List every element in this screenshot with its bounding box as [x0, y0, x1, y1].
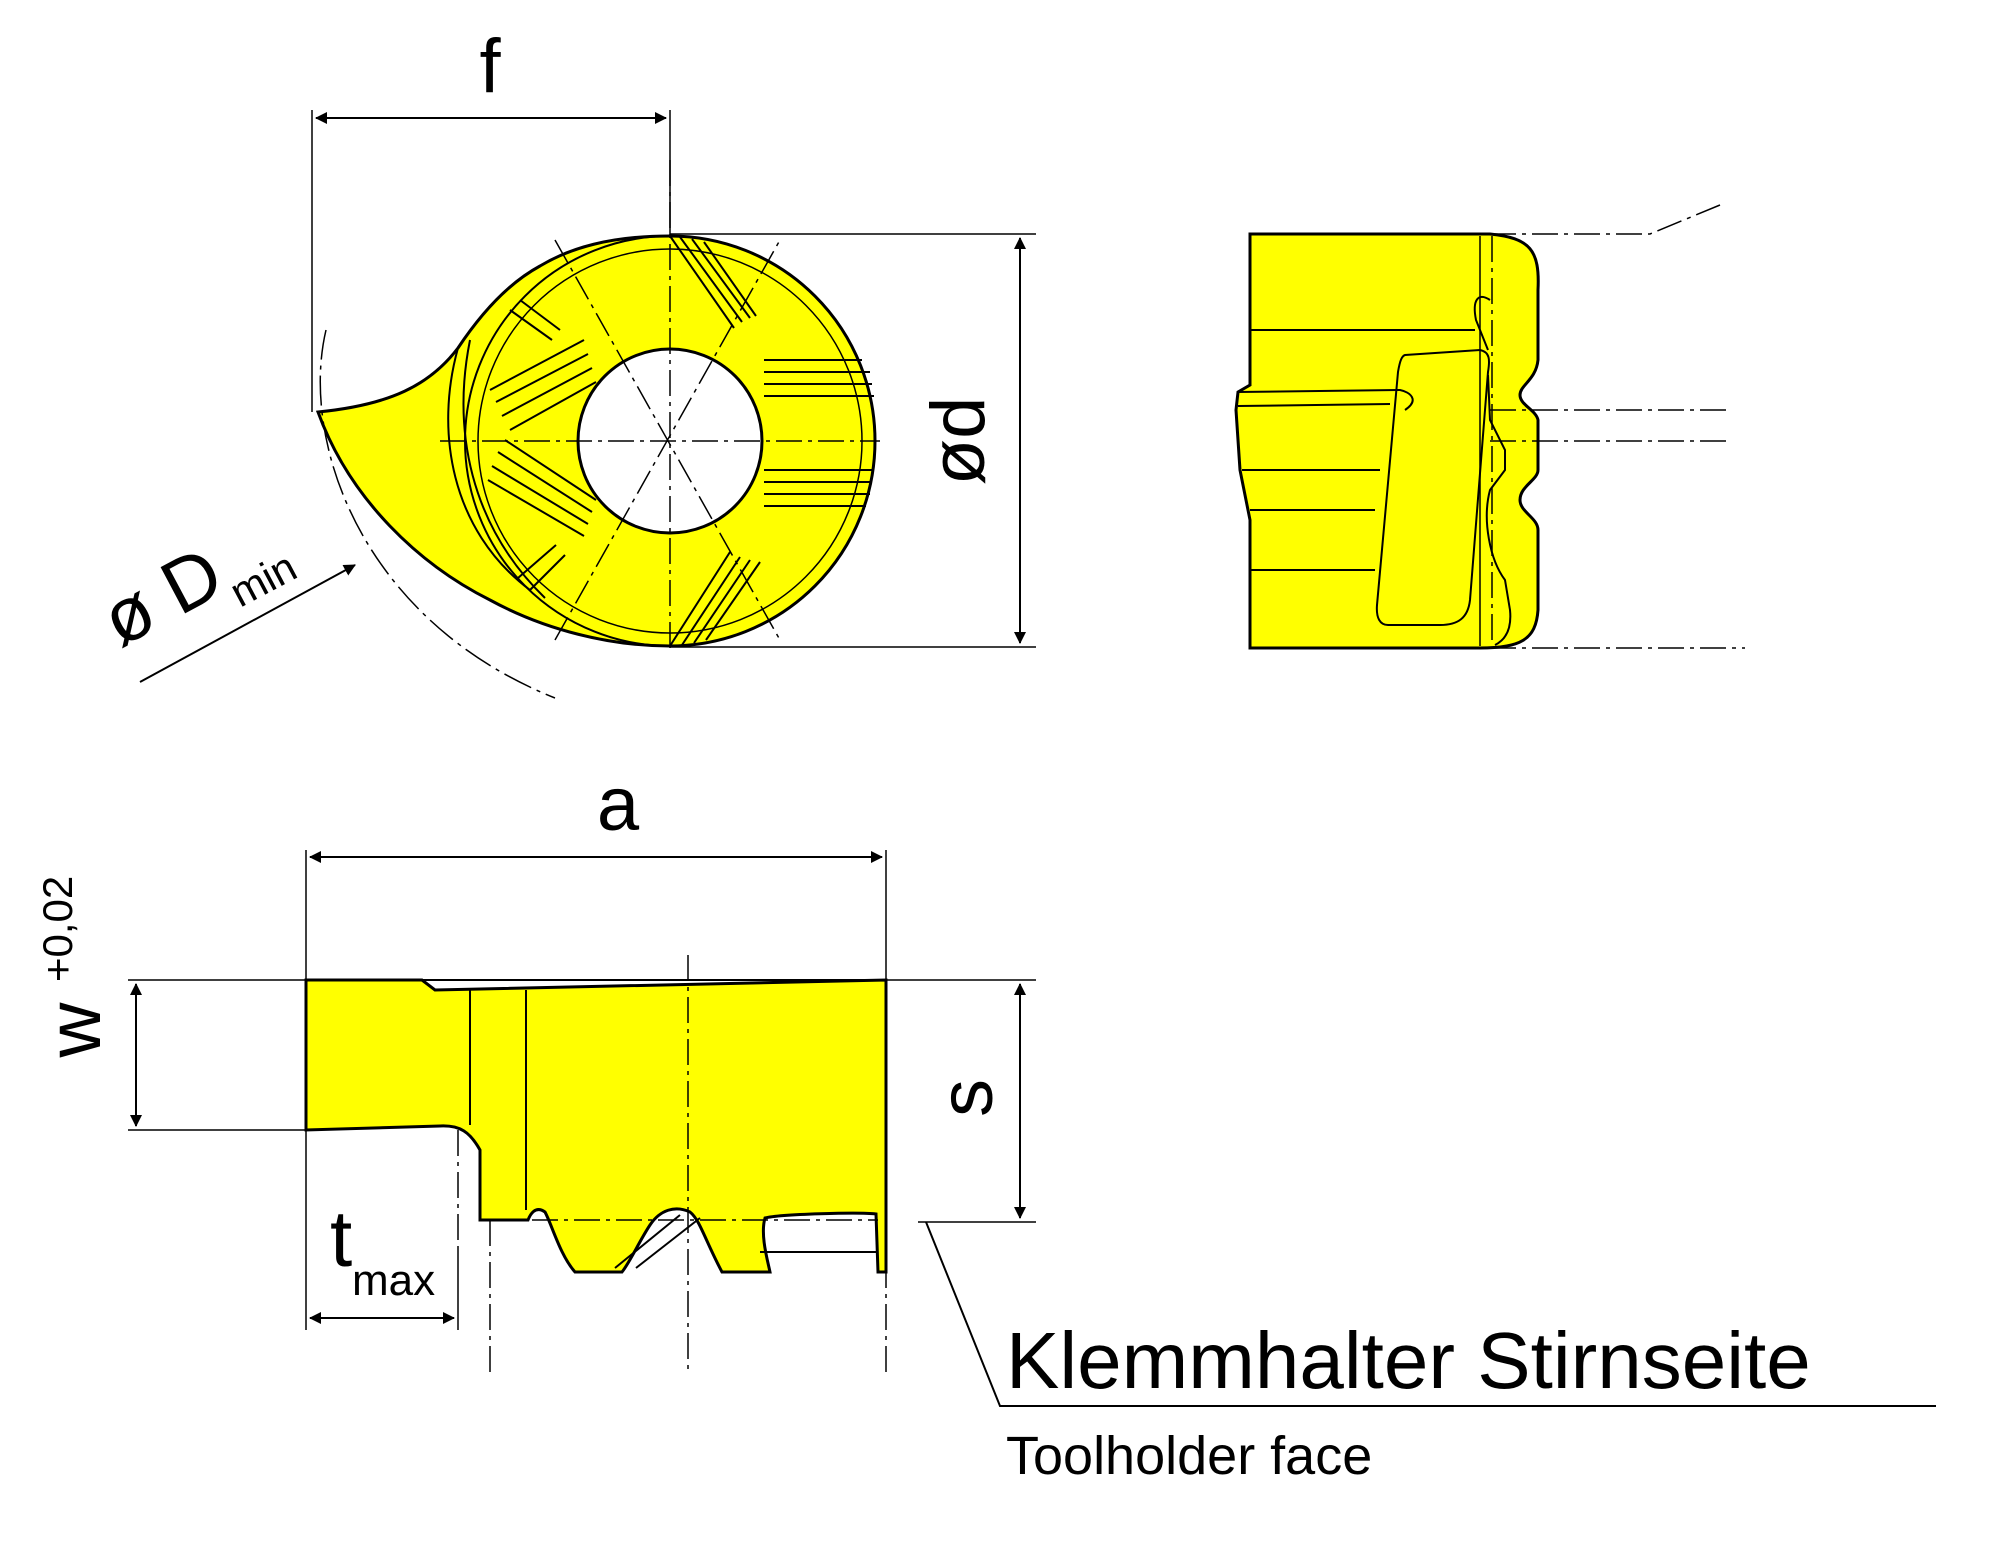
label-t: t [330, 1194, 352, 1283]
label-f: f [479, 24, 501, 109]
label-w: w [32, 1001, 117, 1058]
toolholder-leader [925, 1221, 1936, 1407]
side-centerlines [1490, 204, 1745, 649]
label-od: ød [916, 397, 1001, 486]
label-toolholder-face: Toolholder face [1006, 1426, 1372, 1486]
label-a: a [597, 762, 640, 847]
dmin-arc [319, 329, 556, 699]
flutes [487, 235, 874, 647]
insert-side-body [1234, 232, 1540, 650]
side-inner-lines [1237, 236, 1512, 646]
dmin-leader [139, 564, 356, 683]
flank-edge-2 [462, 339, 546, 599]
extension-lines [311, 110, 1036, 648]
insert-bottom-body [304, 978, 888, 1274]
centerlines [440, 160, 880, 650]
label-klemmhalter: Klemmhalter Stirnseite [1006, 1316, 1811, 1405]
label-max: max [352, 1256, 435, 1305]
front-view [139, 110, 1036, 699]
label-tolerance: +0,02 [34, 876, 81, 982]
bottom-extension-lines [128, 850, 1036, 1330]
side-view [1234, 204, 1745, 650]
bottom-inner-lines [422, 979, 880, 1269]
bottom-centerlines [457, 955, 887, 1375]
bottom-view [128, 850, 1936, 1407]
label-s: s [924, 1079, 1009, 1117]
label-oD: ø D [88, 530, 236, 663]
flank-edge [447, 347, 531, 591]
